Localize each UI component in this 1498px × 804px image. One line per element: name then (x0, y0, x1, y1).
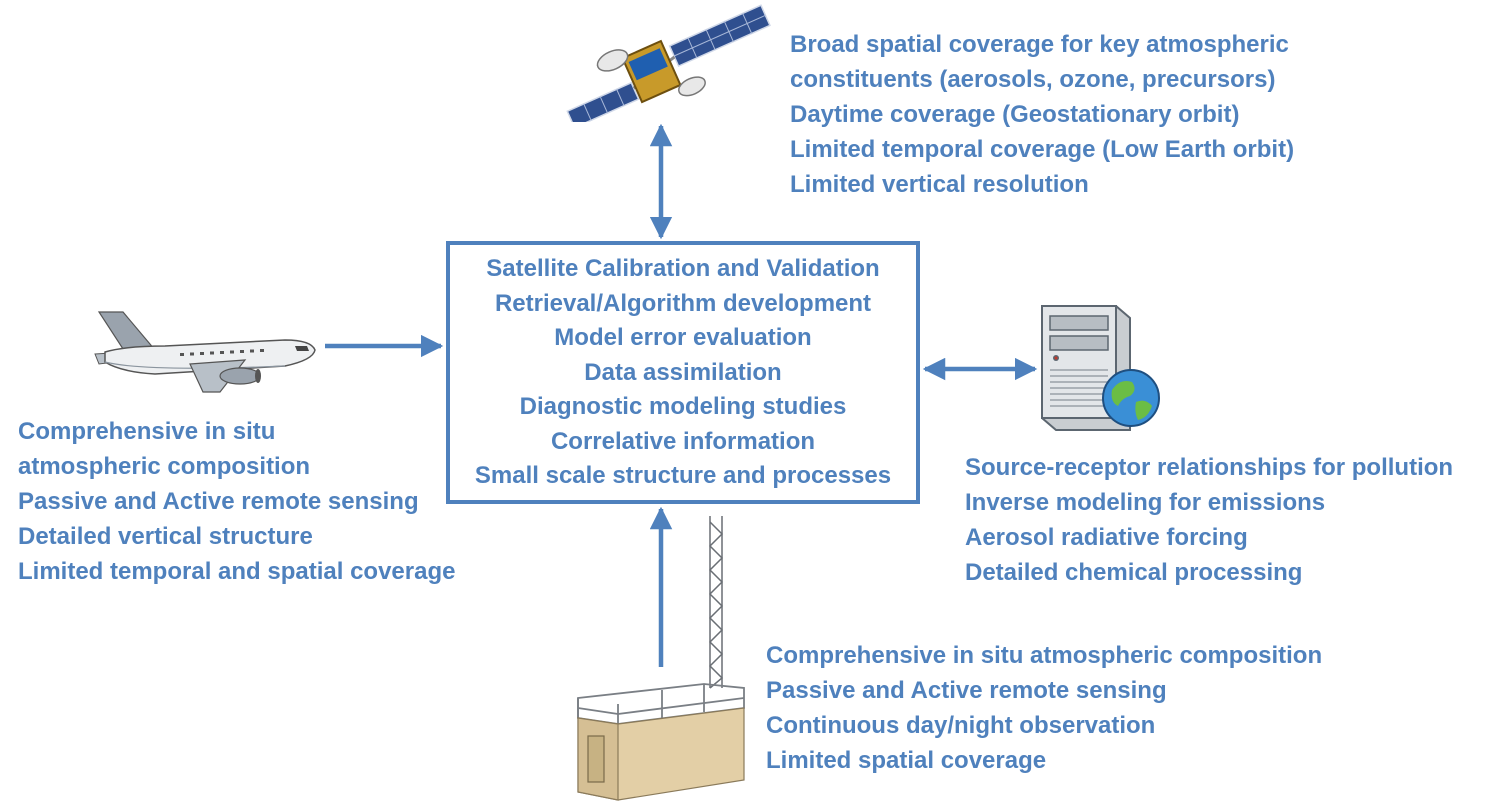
center-line: Diagnostic modeling studies (519, 393, 847, 420)
applications-list: Satellite Calibration and Validation Ret… (446, 252, 920, 494)
satellite-text: Broad spatial coverage for key atmospher… (790, 27, 1294, 202)
ground-station-icon (577, 516, 745, 801)
satellite-line: Limited temporal coverage (Low Earth orb… (790, 136, 1295, 163)
ground-line: Passive and Active remote sensing (766, 677, 1167, 704)
satellite-line: constituents (aerosols, ozone, precursor… (790, 66, 1276, 93)
ground-line: Continuous day/night observation (766, 712, 1156, 739)
aircraft-text: Comprehensive in situ atmospheric compos… (18, 414, 455, 589)
aircraft-line: Detailed vertical structure (18, 523, 313, 550)
satellite-line: Broad spatial coverage for key atmospher… (790, 31, 1289, 58)
aircraft-line: Comprehensive in situ (18, 418, 276, 445)
center-line: Satellite Calibration and Validation (486, 255, 880, 282)
center-line: Small scale structure and processes (474, 462, 892, 489)
central-box (446, 241, 920, 504)
center-line: Correlative information (550, 427, 816, 455)
ground-text: Comprehensive in situ atmospheric compos… (766, 638, 1322, 778)
aircraft-line: Passive and Active remote sensing (18, 488, 419, 515)
aircraft-line: Limited temporal and spatial coverage (18, 558, 456, 585)
satellite-line: Daytime coverage (Geostationary orbit) (790, 101, 1240, 128)
center-line: Retrieval/Algorithm development (494, 289, 872, 317)
aircraft-line: atmospheric composition (18, 453, 311, 480)
ground-line: Comprehensive in situ atmospheric compos… (766, 642, 1323, 669)
airplane-icon (94, 311, 316, 393)
model-line: Source-receptor relationships for pollut… (965, 454, 1454, 481)
model-line: Inverse modeling for emissions (965, 489, 1326, 516)
satellite-icon (566, 4, 771, 122)
center-line: Model error evaluation (554, 324, 812, 351)
model-text: Source-receptor relationships for pollut… (965, 450, 1453, 590)
model-line: Detailed chemical processing (965, 559, 1303, 586)
ground-line: Limited spatial coverage (766, 747, 1047, 774)
computer-globe-icon (1041, 305, 1160, 431)
model-line: Aerosol radiative forcing (965, 524, 1248, 551)
center-line: Data assimilation (584, 358, 782, 386)
satellite-line: Limited vertical resolution (790, 171, 1089, 198)
